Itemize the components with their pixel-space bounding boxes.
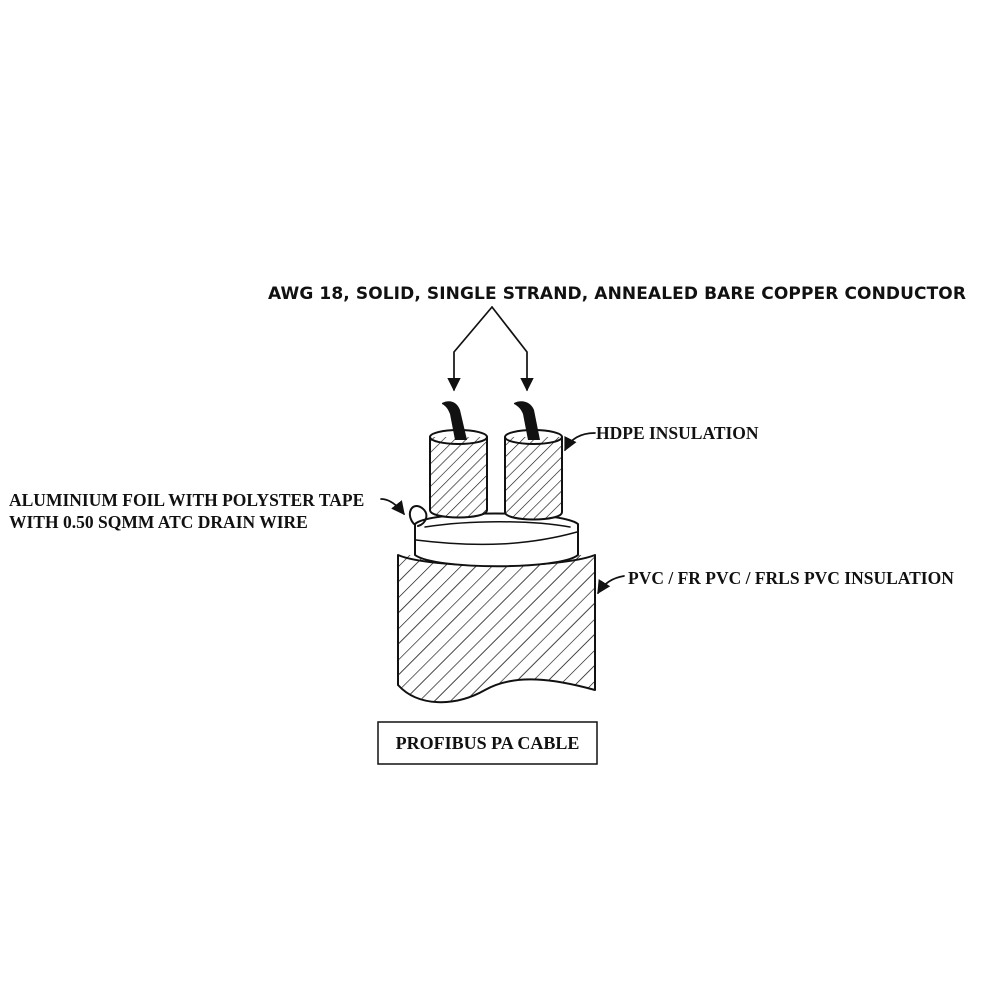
conductor-label: AWG 18, SOLID, SINGLE STRAND, ANNEALED B…	[268, 284, 966, 304]
diagram-title: PROFIBUS PA CABLE	[396, 733, 580, 753]
copper-conductor-left	[442, 401, 467, 440]
copper-conductor-right	[514, 401, 540, 440]
insulated-core-right	[504, 429, 563, 521]
outer-insulation-label: PVC / FR PVC / FRLS PVC INSULATION	[628, 568, 954, 588]
hdpe-leader	[564, 432, 596, 452]
foil-tape-layer	[414, 512, 579, 568]
foil-label-line-2: WITH 0.50 SQMM ATC DRAIN WIRE	[9, 512, 308, 532]
foil-label-line-1: ALUMINIUM FOIL WITH POLYSTER TAPE	[9, 490, 364, 510]
title-box: PROFIBUS PA CABLE	[377, 721, 598, 765]
foil-leader	[380, 498, 405, 516]
hdpe-label: HDPE INSULATION	[596, 423, 759, 443]
outer-leader	[597, 575, 625, 595]
outer-sheath	[397, 554, 596, 704]
conductor-leader	[447, 306, 534, 392]
drain-wire	[408, 505, 428, 527]
insulated-core-left	[429, 429, 488, 519]
